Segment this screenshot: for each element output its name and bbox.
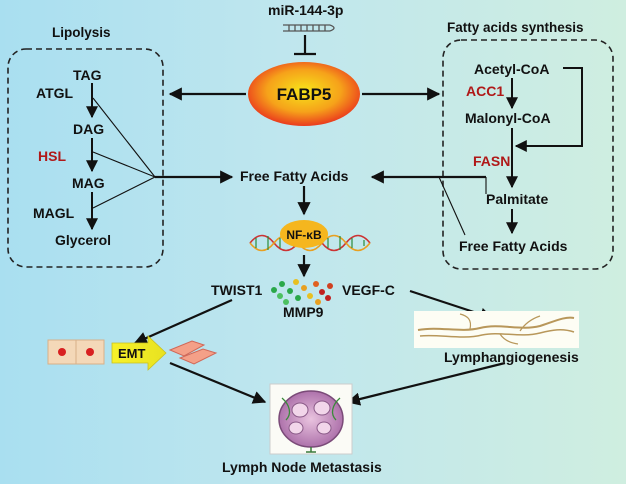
lymph-node-icon	[269, 383, 353, 455]
palmitate-label: Palmitate	[486, 191, 548, 207]
synthesis-title: Fatty acids synthesis	[447, 20, 584, 35]
secreted-protein-dots-icon	[271, 279, 333, 305]
fasn-label: FASN	[473, 153, 510, 169]
lymphatic-vessel-icon	[414, 311, 579, 348]
twist1-label: TWIST1	[211, 282, 263, 298]
lipolysis-title: Lipolysis	[52, 25, 111, 40]
epithelial-cells-icon	[47, 339, 105, 365]
nf-kb-label: NF-κB	[286, 228, 322, 242]
lymph-node-metastasis-label: Lymph Node Metastasis	[222, 459, 382, 475]
mesenchymal-cells-icon	[168, 340, 218, 365]
mag-label: MAG	[72, 175, 105, 191]
fabp5-label: FABP5	[277, 85, 332, 104]
synthesis-box	[442, 39, 614, 270]
emt-label: EMT	[118, 346, 146, 361]
glycerol-label: Glycerol	[55, 232, 111, 248]
lipolysis-box	[7, 48, 164, 268]
mir-144-3p-label: miR-144-3p	[268, 2, 343, 18]
free-fatty-acids-label: Free Fatty Acids	[240, 168, 349, 184]
dag-label: DAG	[73, 121, 104, 137]
hsl-label: HSL	[38, 148, 66, 164]
mirna-hairpin-icon	[283, 24, 335, 32]
inhibition-bar	[294, 35, 316, 56]
synthesis-ffa-label: Free Fatty Acids	[459, 238, 568, 254]
magl-label: MAGL	[33, 205, 75, 221]
malonyl-coa-label: Malonyl-CoA	[465, 110, 551, 126]
tag-label: TAG	[73, 67, 102, 83]
emt-arrow	[111, 335, 167, 371]
acetyl-coa-label: Acetyl-CoA	[474, 61, 549, 77]
fabp5-node	[248, 62, 360, 126]
lymphangiogenesis-label: Lymphangiogenesis	[444, 349, 579, 365]
synthesis-convergence-lines	[438, 176, 487, 236]
synthesis-arrows	[506, 67, 583, 235]
mmp9-label: MMP9	[283, 304, 324, 320]
atgl-label: ATGL	[36, 85, 74, 101]
lipolysis-convergence-lines	[92, 97, 156, 209]
nf-kb-node	[280, 220, 328, 248]
vegf-c-label: VEGF-C	[342, 282, 395, 298]
acc1-label: ACC1	[466, 83, 504, 99]
